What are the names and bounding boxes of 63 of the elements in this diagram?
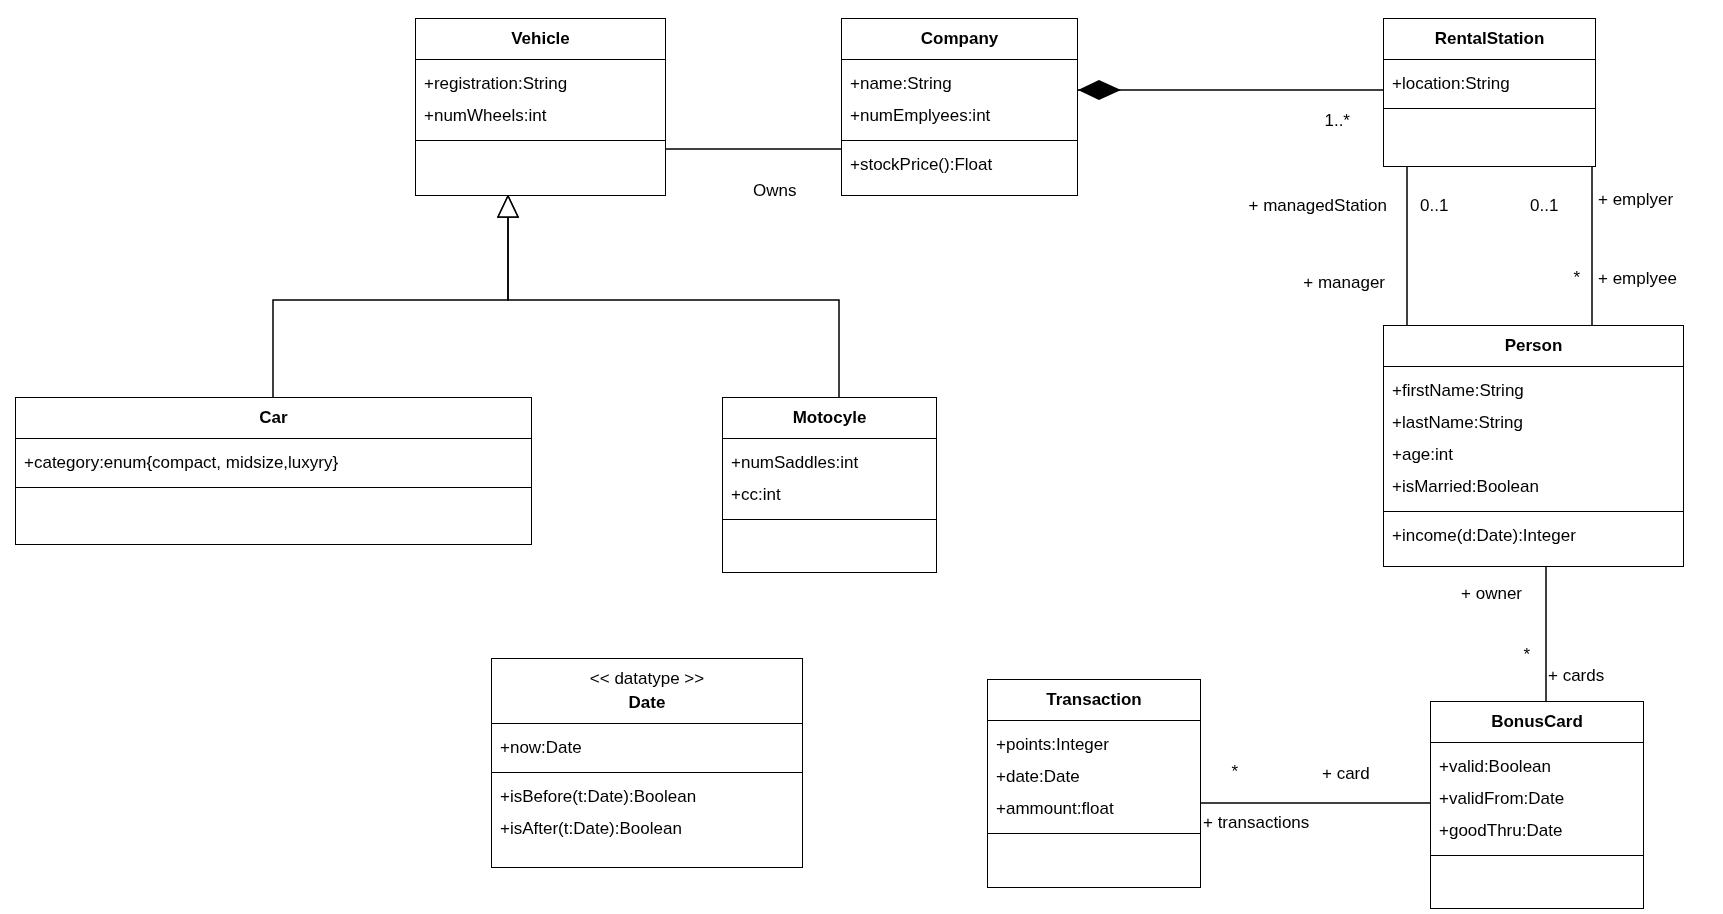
attribute: +now:Date [500, 737, 582, 759]
role-label: + transactions [1203, 814, 1310, 831]
attribute: +isMarried:Boolean [1392, 476, 1539, 498]
operation: +income(d:Date):Integer [1392, 525, 1576, 547]
role-label: 0..1 [1530, 197, 1559, 214]
role-label: 1..* [1324, 112, 1350, 129]
role-label: + cards [1548, 667, 1605, 684]
association-line [1545, 566, 1547, 702]
class-box [841, 18, 1078, 196]
attribute: +points:Integer [996, 734, 1109, 756]
association-line [1200, 802, 1431, 804]
class-box [1383, 325, 1684, 567]
class-box [1430, 701, 1644, 909]
class-name: Company [920, 28, 999, 50]
attribute: +numEmplyees:int [850, 105, 991, 127]
attribute: +lastName:String [1392, 412, 1523, 434]
attribute: +numWheels:int [424, 105, 547, 127]
operation: +isAfter(t:Date):Boolean [500, 818, 682, 840]
attribute: +date:Date [996, 766, 1080, 788]
attribute: +valid:Boolean [1439, 756, 1551, 778]
attribute: +name:String [850, 73, 952, 95]
generalization-arrow [497, 195, 840, 398]
role-label: + manager [1303, 274, 1385, 291]
role-label: + card [1322, 765, 1370, 782]
class-box [415, 18, 666, 196]
association-line [1406, 166, 1408, 326]
class-box [987, 679, 1201, 888]
association-line [665, 148, 842, 150]
class-name: Motocyle [792, 407, 867, 429]
attribute: +age:int [1392, 444, 1453, 466]
class-box [722, 397, 937, 573]
attribute: +numSaddles:int [731, 452, 859, 474]
class-name: Car [259, 407, 288, 429]
role-label: + emplyer [1598, 191, 1674, 208]
attribute: +cc:int [731, 484, 781, 506]
class-name: RentalStation [1434, 28, 1545, 50]
role-label: * [1573, 269, 1580, 286]
class-name: BonusCard [1491, 711, 1583, 733]
attribute: +ammount:float [996, 798, 1114, 820]
class-box [15, 397, 532, 545]
attribute: +location:String [1392, 73, 1510, 95]
attribute: +validFrom:Date [1439, 788, 1565, 810]
class-name: Transaction [1046, 689, 1142, 711]
role-label: 0..1 [1420, 197, 1449, 214]
attribute: +goodThru:Date [1439, 820, 1563, 842]
attribute: +category:enum{compact, midsize,luxyry} [24, 452, 339, 474]
role-label: * [1231, 763, 1238, 780]
class-name: Date [628, 692, 666, 714]
role-label: * [1523, 646, 1530, 663]
composition-line [1077, 80, 1384, 100]
stereotype: << datatype >> [589, 668, 705, 690]
role-label: + emplyee [1598, 270, 1677, 287]
class-box [491, 658, 803, 868]
role-label: + managedStation [1248, 197, 1387, 214]
attribute: +firstName:String [1392, 380, 1524, 402]
role-label: + owner [1461, 585, 1522, 602]
class-name: Vehicle [511, 28, 570, 50]
attribute: +registration:String [424, 73, 568, 95]
operation: +isBefore(t:Date):Boolean [500, 786, 697, 808]
association-line [1591, 166, 1593, 326]
class-name: Person [1504, 335, 1563, 357]
class-box [1383, 18, 1596, 167]
operation: +stockPrice():Float [850, 154, 993, 176]
